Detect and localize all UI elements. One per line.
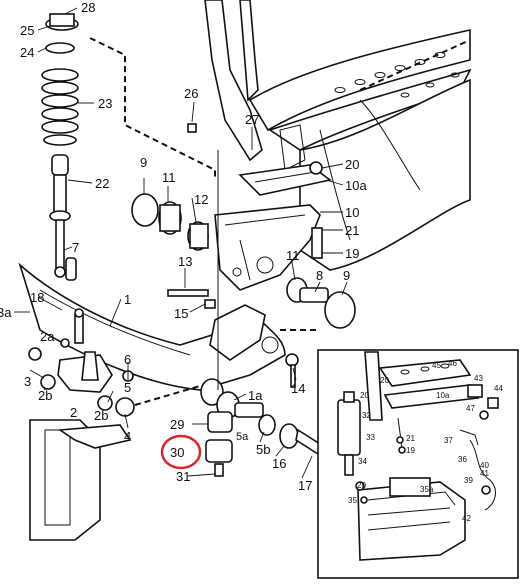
callout-25: 25 bbox=[20, 23, 34, 38]
callout-2: 2 bbox=[70, 405, 77, 420]
callout-21: 21 bbox=[345, 223, 359, 238]
inset-callout-20: 20 bbox=[360, 391, 369, 400]
inset-callout-47: 47 bbox=[466, 404, 475, 413]
callout-10a: 10a bbox=[345, 178, 367, 193]
callout-27: 27 bbox=[245, 112, 259, 127]
leader-lines bbox=[14, 7, 348, 479]
inset-callout-42: 42 bbox=[462, 514, 471, 523]
callout-31: 31 bbox=[176, 469, 190, 484]
callout-23: 23 bbox=[98, 96, 112, 111]
callout-3: 3 bbox=[24, 374, 31, 389]
lower-control-arm bbox=[18, 262, 286, 391]
callout-20: 20 bbox=[345, 157, 359, 172]
guide-line bbox=[134, 385, 201, 406]
callout-2b-right: 2b bbox=[94, 408, 108, 423]
callout-1: 1 bbox=[124, 292, 131, 307]
inset-callout-44: 44 bbox=[494, 384, 503, 393]
inset-callout-21: 21 bbox=[406, 434, 415, 443]
inset-callout-34: 34 bbox=[358, 457, 367, 466]
inset-callout-35: 35 bbox=[348, 496, 357, 505]
frame-rail bbox=[204, 0, 472, 271]
callout-12: 12 bbox=[194, 192, 208, 207]
callout-9-right: 9 bbox=[343, 268, 350, 283]
callout-14: 14 bbox=[291, 381, 305, 396]
callout-11-right: 11 bbox=[286, 248, 300, 263]
inset-callout-19: 19 bbox=[406, 446, 415, 455]
inset-callout-41: 41 bbox=[480, 469, 489, 478]
inset-callout-46: 46 bbox=[448, 359, 457, 368]
inset-callout-32: 32 bbox=[362, 411, 371, 420]
inset-callout-10a: 10a bbox=[436, 391, 450, 400]
callout-24: 24 bbox=[20, 45, 34, 60]
inset-callout-20b: 20 bbox=[380, 376, 389, 385]
callout-13: 13 bbox=[178, 254, 192, 269]
callout-labels: 28 25 24 23 22 7 3a 18 2a 3 2b 2 2b 4 6 … bbox=[0, 0, 367, 493]
callout-11-left: 11 bbox=[162, 170, 176, 185]
callout-9-left: 9 bbox=[140, 155, 147, 170]
callout-30: 30 bbox=[170, 445, 184, 460]
callout-28: 28 bbox=[81, 0, 95, 15]
inset-callout-39: 39 bbox=[464, 476, 473, 485]
guide-line bbox=[359, 39, 471, 91]
callout-7: 7 bbox=[72, 240, 79, 255]
lower-chassis bbox=[29, 419, 132, 541]
inset-callout-33: 33 bbox=[366, 433, 375, 442]
callout-5: 5 bbox=[124, 380, 131, 395]
callout-16: 16 bbox=[272, 456, 286, 471]
mounting-bracket bbox=[214, 204, 321, 291]
callout-5a: 5a bbox=[236, 431, 249, 443]
callout-2b-left: 2b bbox=[38, 388, 52, 403]
inset-callout-36: 36 bbox=[458, 455, 467, 464]
callout-19: 19 bbox=[345, 246, 359, 261]
inset-callout-45: 45 bbox=[432, 361, 441, 370]
callout-22: 22 bbox=[95, 176, 109, 191]
inset-callout-40: 40 bbox=[480, 461, 489, 470]
callout-17: 17 bbox=[298, 478, 312, 493]
inset-detail: 45 46 43 44 20 10a 47 32 33 21 19 37 36 … bbox=[317, 349, 519, 579]
callout-6: 6 bbox=[124, 352, 131, 367]
callout-18: 18 bbox=[30, 290, 44, 305]
inset-callout-37: 37 bbox=[444, 436, 453, 445]
inset-callout-43: 43 bbox=[474, 374, 483, 383]
inset-callout-20c: 20 bbox=[357, 481, 366, 490]
callout-2a: 2a bbox=[40, 329, 55, 344]
callout-26: 26 bbox=[184, 86, 198, 101]
callout-4: 4 bbox=[124, 429, 131, 444]
callout-8: 8 bbox=[316, 268, 323, 283]
callout-3a: 3a bbox=[0, 305, 12, 320]
callout-29: 29 bbox=[170, 417, 184, 432]
inset-callout-35a: 35a bbox=[420, 485, 434, 494]
callout-5b: 5b bbox=[256, 442, 270, 457]
guide-line bbox=[89, 37, 216, 180]
callout-10: 10 bbox=[345, 205, 359, 220]
highlight-circle bbox=[160, 434, 202, 470]
callout-15: 15 bbox=[174, 306, 188, 321]
callout-1a: 1a bbox=[248, 388, 263, 403]
